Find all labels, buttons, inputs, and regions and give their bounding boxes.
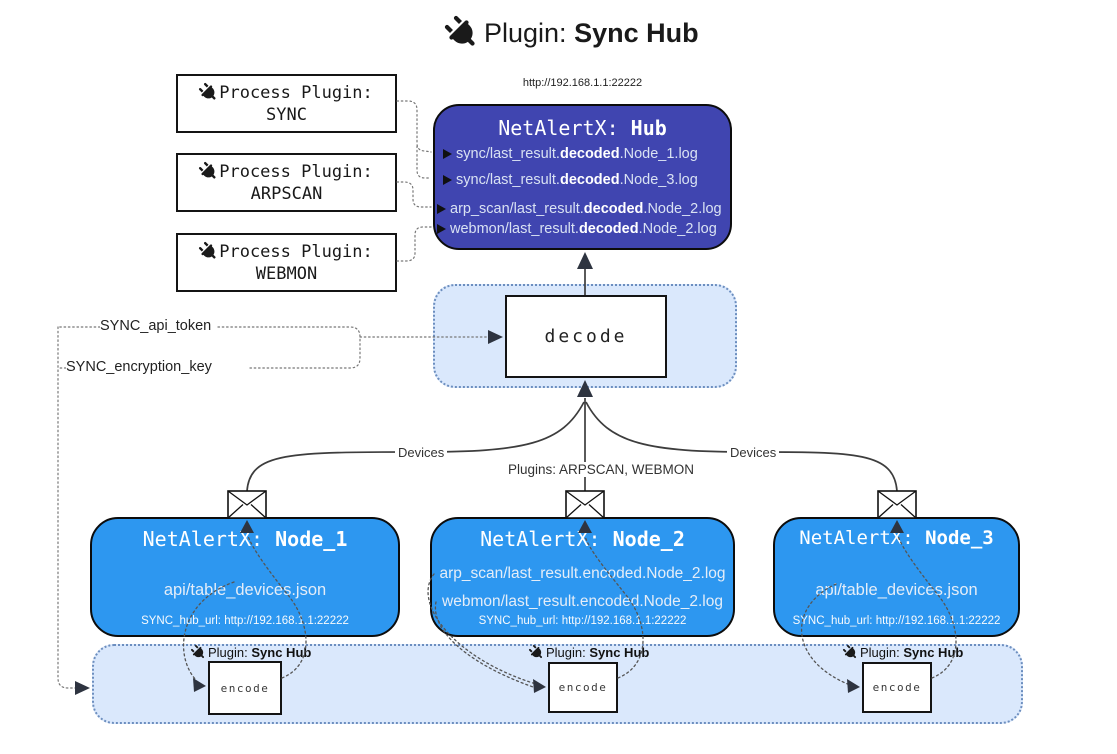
arrowhead-into-bar [75,681,90,695]
devices-right-label: Devices [727,445,780,460]
plug-icon [444,15,475,46]
process-plugin-sync-box: Process Plugin: SYNC [176,74,397,133]
hub-title: NetAlertX: Hub [498,116,667,140]
encoder1-label: Plugin: Sync Hub [190,644,311,660]
encoder3-label: Plugin: Sync Hub [842,644,963,660]
encoder2-label: Plugin: Sync Hub [528,644,649,660]
process-plugin-webmon-box: Process Plugin: WEBMON [176,233,397,292]
envelope-icon [227,490,267,524]
dotted-arrowheads-secrets [75,330,503,695]
triangle-arrow-icon [443,175,452,185]
node2-file: arp_scan/last_result.encoded.Node_2.log [439,565,726,582]
plug-icon [199,161,216,179]
hub-log-line: webmon/last_result.decoded.Node_2.log [437,219,717,239]
node1-hub-url: SYNC_hub_url: http://192.168.1.1:22222 [141,615,349,627]
conn-sync-line2 [416,145,432,179]
triangle-arrow-icon [437,204,446,214]
page-title-text: Plugin: Sync Hub [484,17,699,48]
triangle-arrow-icon [437,224,446,234]
conn-arpscan-line3 [396,181,432,208]
node1-box: NetAlertX: Node_1 api/table_devices.json… [90,517,400,637]
node2-hub-url: SYNC_hub_url: http://192.168.1.1:22222 [478,615,687,627]
process-plugin-label: Process Plugin: [219,82,373,103]
plugins-center-label: Plugins: ARPSCAN, WEBMON [505,462,698,477]
decode-box: decode [505,295,667,378]
arrowhead-into-hub [577,252,593,269]
node1-title: NetAlertX: Node_1 [142,527,348,551]
conn-webmon-line4 [396,226,432,262]
process-plugin-arpscan-box: Process Plugin: ARPSCAN [176,153,397,212]
hub-url: http://192.168.1.1:22222 [522,77,643,89]
triangle-arrow-icon [443,149,452,159]
encode2-box: encode [548,662,618,713]
hub-box: NetAlertX: Hub sync/last_result.decoded.… [433,104,732,250]
sync-api-token-label: SYNC_api_token [100,318,212,334]
node3-file: api/table_devices.json [815,581,978,599]
node3-box: NetAlertX: Node_3 api/table_devices.json… [773,517,1020,637]
plug-icon [199,82,216,100]
process-plugin-name: WEBMON [255,263,318,284]
conn-sync-line1 [396,100,432,153]
envelope-icon [565,490,605,524]
plug-icon [842,644,857,659]
plug-icon [190,644,205,659]
plug-icon [199,241,216,259]
sync-encryption-key-label: SYNC_encryption_key [66,359,212,375]
encode3-box: encode [862,662,932,713]
node1-file: api/table_devices.json [163,581,327,599]
process-plugin-label: Process Plugin: [219,241,373,262]
envelope-icon [877,490,917,524]
node2-box: NetAlertX: Node_2 arp_scan/last_result.e… [430,517,735,637]
node2-title: NetAlertX: Node_2 [480,527,685,551]
hub-log-line: sync/last_result.decoded.Node_3.log [443,170,698,190]
devices-left-label: Devices [395,445,448,460]
conn-left-down-to-bar [57,326,77,689]
conn-api-token-right [217,326,361,369]
node2-file: webmon/last_result.encoded.Node_2.log [442,593,723,610]
plug-icon [528,644,543,659]
hub-log-line: sync/last_result.decoded.Node_1.log [443,144,698,164]
plugin-hub-connectors [396,100,432,262]
node3-title: NetAlertX: Node_3 [799,527,994,549]
process-plugin-name: ARPSCAN [250,183,323,204]
node3-hub-url: SYNC_hub_url: http://192.168.1.1:22222 [792,615,1001,627]
hub-log-line: arp_scan/last_result.decoded.Node_2.log [437,199,722,219]
process-plugin-label: Process Plugin: [219,161,373,182]
process-plugin-name: SYNC [266,104,307,125]
encode1-box: encode [208,661,282,715]
page-title: Plugin: Sync Hub [444,15,699,50]
